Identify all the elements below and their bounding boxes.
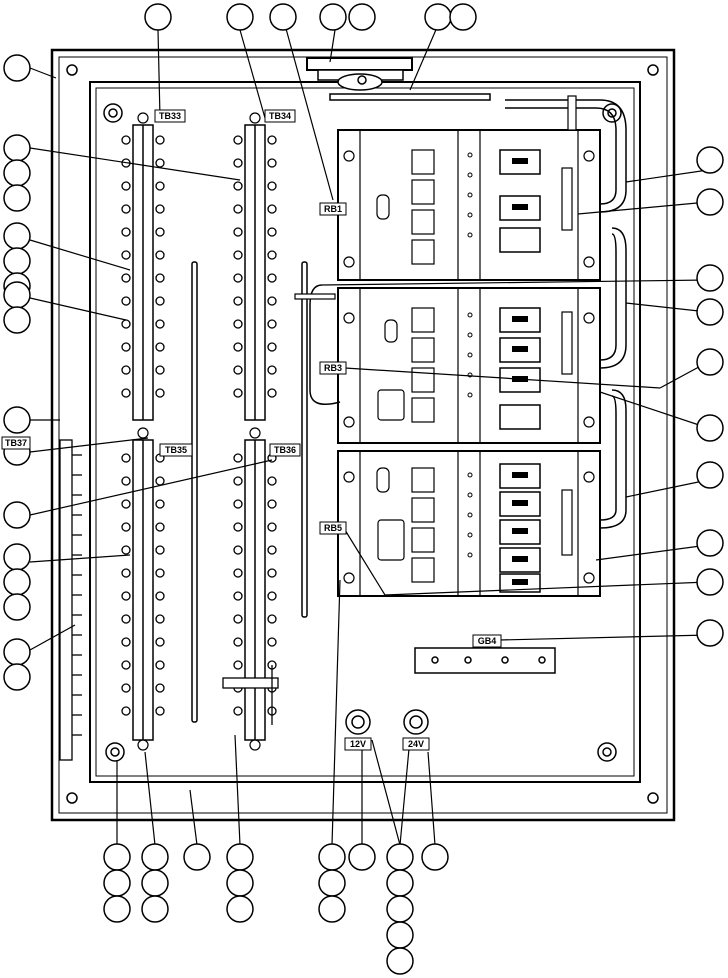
cable-ties <box>294 95 577 300</box>
tag-rb1: RB1 <box>319 202 347 216</box>
panel-mounting-holes <box>66 64 659 804</box>
rb3-label: RB3 <box>324 363 342 373</box>
relay-modules <box>411 149 435 583</box>
terminal-loops <box>121 135 277 716</box>
relay-terminal-strips <box>561 167 573 556</box>
circuit-breakers <box>499 149 541 593</box>
tag-tb37: TB37 <box>1 436 31 450</box>
tb36-label: TB36 <box>274 445 296 455</box>
relay-indicator-leds <box>467 152 473 558</box>
callout-circles <box>3 3 724 975</box>
tag-tb36: TB36 <box>269 443 301 457</box>
hex-nuts <box>103 103 622 762</box>
relay-board-screws <box>343 150 595 584</box>
terminal-block-screws <box>137 112 261 751</box>
tag-tb34: TB34 <box>264 109 296 123</box>
mounting-rails <box>191 261 308 723</box>
component-tags: TB33 TB34 TB35 TB36 TB37 RB1 RB3 RB5 <box>1 109 502 751</box>
tb35-label: TB35 <box>165 445 187 455</box>
connector-plugs <box>376 194 405 561</box>
tag-tb35: TB35 <box>159 443 193 457</box>
12v-label: 12V <box>350 739 366 749</box>
tag-12v: 12V <box>344 737 372 751</box>
tag-rb5: RB5 <box>319 521 347 535</box>
ground-bar-gb4 <box>414 647 556 674</box>
tb36-bracket <box>222 665 279 725</box>
rb1-label: RB1 <box>324 204 342 214</box>
rb5-label: RB5 <box>324 523 342 533</box>
gb4-label: GB4 <box>478 636 497 646</box>
tag-rb3: RB3 <box>319 361 347 375</box>
tb33-label: TB33 <box>159 111 181 121</box>
24v-label: 24V <box>408 739 424 749</box>
tag-24v: 24V <box>402 737 430 751</box>
relay-board-dividers <box>359 130 579 596</box>
power-studs <box>345 709 429 735</box>
tb37-strip <box>59 439 82 761</box>
tb37-label: TB37 <box>5 438 27 448</box>
tb34-label: TB34 <box>269 111 291 121</box>
tag-tb33: TB33 <box>154 109 186 123</box>
top-connector <box>306 57 491 101</box>
leader-lines <box>29 24 709 846</box>
terminal-blocks <box>132 124 266 741</box>
cable-harnesses <box>309 99 627 529</box>
tag-gb4: GB4 <box>472 634 502 648</box>
